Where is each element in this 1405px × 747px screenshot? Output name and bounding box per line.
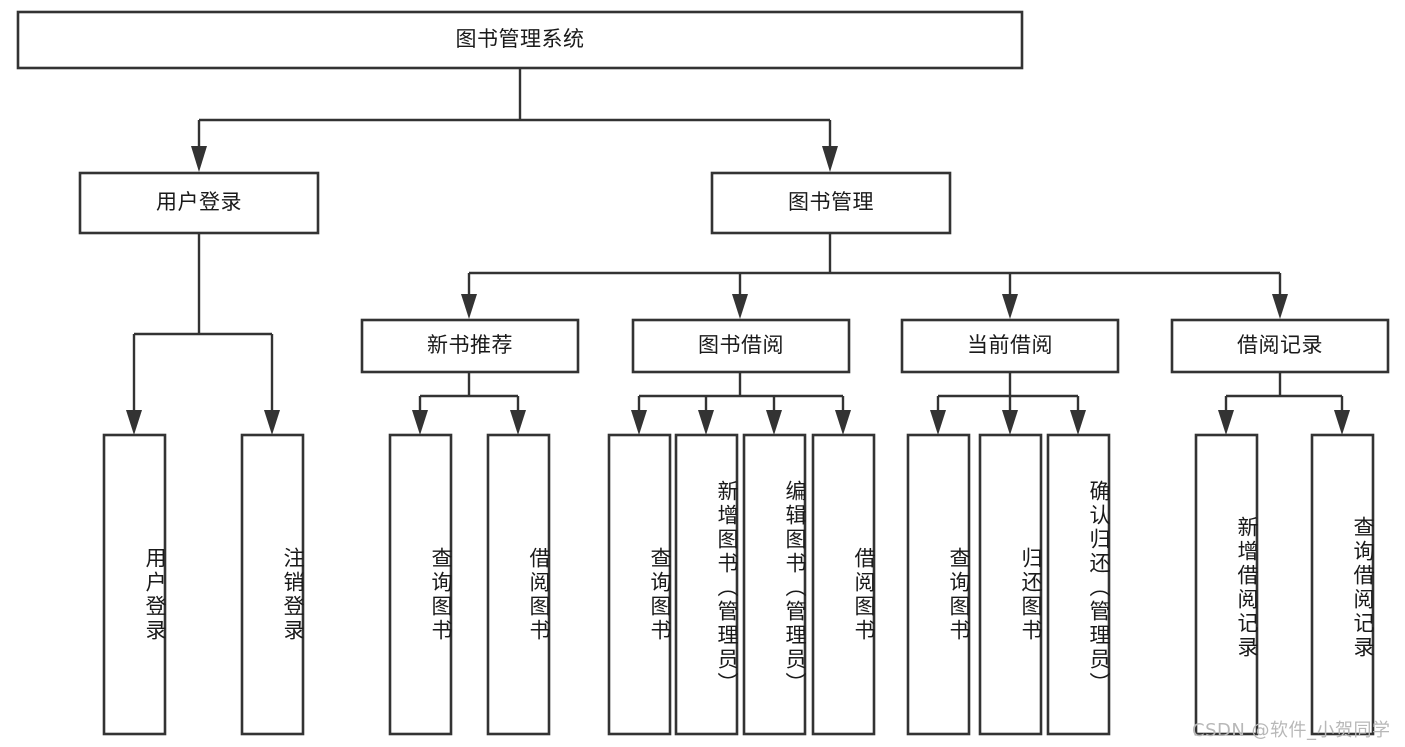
node-leaf-confirm-return-box[interactable]	[1046, 433, 1111, 736]
node-leaf-user-login-box[interactable]	[102, 433, 167, 736]
node-leaf-query-record-box[interactable]	[1310, 433, 1375, 736]
arrowhead-book-manage-child-1	[461, 294, 477, 319]
arrowhead-current-borrow-leaf-1	[930, 410, 946, 435]
arrowhead-book-borrow-leaf-1	[631, 410, 647, 435]
node-leaf-add-book-box[interactable]	[674, 433, 739, 736]
arrowhead-new-book-rec-leaf-1	[412, 410, 428, 435]
arrowhead-root-to-user-login	[191, 146, 207, 172]
arrowhead-root-to-book-manage	[822, 146, 838, 172]
node-leaf-return-book-box[interactable]	[978, 433, 1043, 736]
node-user-login-box[interactable]	[78, 171, 320, 235]
arrowhead-user-login-leaf-1	[126, 410, 142, 435]
arrowhead-book-manage-child-3	[1002, 294, 1018, 319]
node-leaf-query-book-2-box[interactable]	[607, 433, 672, 736]
node-current-borrow-box[interactable]	[900, 318, 1120, 374]
arrowhead-user-login-leaf-2	[264, 410, 280, 435]
arrowhead-borrow-record-leaf-2	[1334, 410, 1350, 435]
arrowhead-current-borrow-leaf-3	[1070, 410, 1086, 435]
arrowhead-book-borrow-leaf-4	[835, 410, 851, 435]
node-leaf-logout-box[interactable]	[240, 433, 305, 736]
csdn-watermark: CSDN @软件_小贺同学	[1192, 720, 1391, 741]
arrowhead-book-manage-child-2	[732, 294, 748, 319]
node-leaf-borrow-book-2-box[interactable]	[811, 433, 876, 736]
node-book-manage-box[interactable]	[710, 171, 952, 235]
arrowhead-current-borrow-leaf-2	[1002, 410, 1018, 435]
node-borrow-record-box[interactable]	[1170, 318, 1390, 374]
arrowhead-borrow-record-leaf-1	[1218, 410, 1234, 435]
node-new-book-rec-box[interactable]	[360, 318, 580, 374]
arrowhead-book-manage-child-4	[1272, 294, 1288, 319]
arrowhead-book-borrow-leaf-3	[766, 410, 782, 435]
node-leaf-edit-book-box[interactable]	[742, 433, 807, 736]
node-leaf-borrow-book-1-box[interactable]	[486, 433, 551, 736]
node-book-borrow-box[interactable]	[631, 318, 851, 374]
node-root-box[interactable]	[16, 10, 1024, 70]
node-leaf-add-record-box[interactable]	[1194, 433, 1259, 736]
arrowhead-book-borrow-leaf-2	[698, 410, 714, 435]
arrowhead-new-book-rec-leaf-2	[510, 410, 526, 435]
node-leaf-query-book-1-box[interactable]	[388, 433, 453, 736]
node-leaf-query-book-3-box[interactable]	[906, 433, 971, 736]
